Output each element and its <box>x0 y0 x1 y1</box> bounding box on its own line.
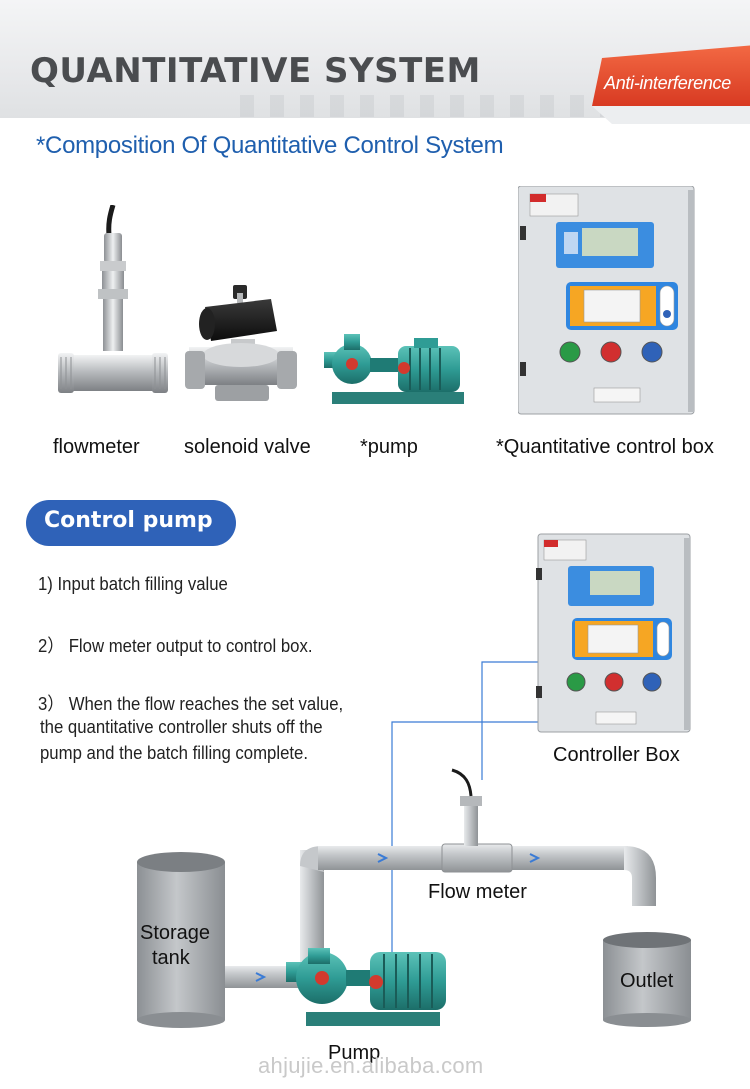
control-pump-heading: Control pump <box>44 508 213 533</box>
product-label-flowmeter: flowmeter <box>53 436 140 458</box>
product-label-control-box: *Quantitative control box <box>496 436 714 458</box>
pump-label: Pump <box>328 1042 381 1064</box>
signal-wire <box>391 661 540 955</box>
product-label-pump: *pump <box>360 436 418 458</box>
product-label-solenoid-valve: solenoid valve <box>184 436 311 458</box>
pump-image <box>324 334 464 404</box>
step-2: 2） Flow meter output to control box. <box>38 636 313 656</box>
watermark: ahjujie.en.alibaba.com <box>258 1053 484 1078</box>
badge-label: Anti-interference <box>604 73 731 93</box>
step-3-line-3: pump and the batch filling complete. <box>40 743 309 763</box>
controller-box-label: Controller Box <box>553 744 680 766</box>
outlet-label: Outlet <box>620 970 674 992</box>
page-title: QUANTITATIVE SYSTEM <box>30 51 481 91</box>
composition-subtitle: *Composition Of Quantitative Control Sys… <box>36 132 504 159</box>
pipe-network <box>224 846 656 988</box>
diagram-controller-box <box>536 533 691 733</box>
step-1: 1) Input batch filling value <box>38 574 228 594</box>
control-box-image <box>518 186 695 415</box>
header-texture <box>240 95 660 117</box>
step-3-line-1: 3） When the flow reaches the set value, <box>38 694 344 714</box>
inline-flow-meter <box>441 768 513 873</box>
storage-tank-label-line-2: tank <box>152 947 190 969</box>
flowmeter-image <box>58 205 168 393</box>
control-pump-pill <box>26 500 236 546</box>
outlet-tank <box>603 932 691 1027</box>
storage-tank <box>137 852 225 1028</box>
anti-interference-badge <box>592 45 750 124</box>
system-diagram <box>137 533 691 1028</box>
step-3-line-2: the quantitative controller shuts off th… <box>40 717 323 737</box>
solenoid-valve-image <box>185 285 297 401</box>
diagram-pump <box>286 948 446 1026</box>
storage-tank-label-line-1: Storage <box>140 922 211 944</box>
flow-meter-label: Flow meter <box>428 881 527 903</box>
